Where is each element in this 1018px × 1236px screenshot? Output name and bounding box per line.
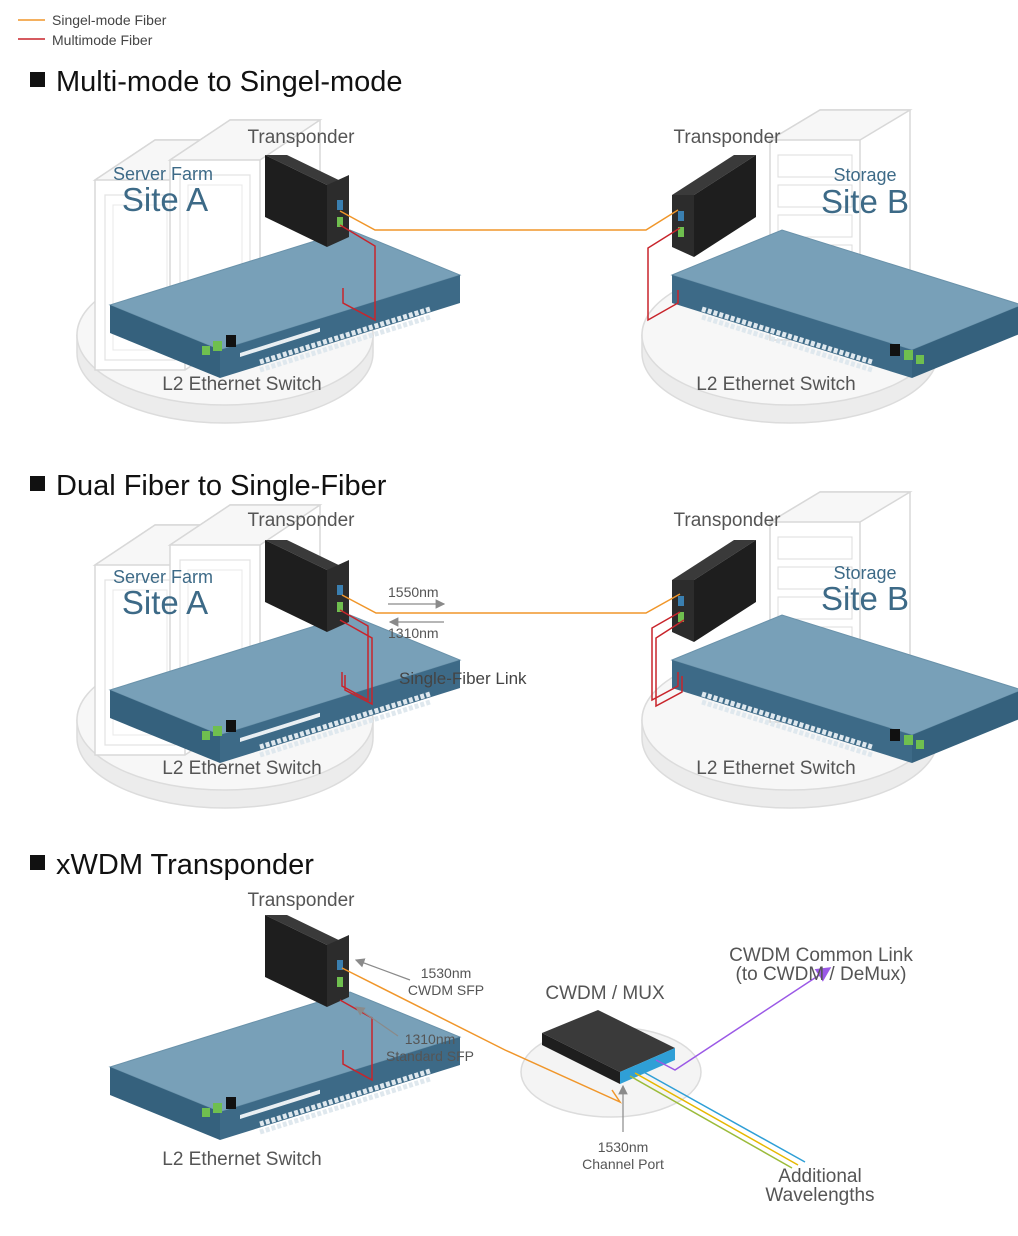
legend-multimode-label: Multimode Fiber: [52, 32, 153, 48]
site-a-type: Server Farm: [113, 164, 213, 184]
section-heading: Multi-mode to Singel-mode: [56, 66, 403, 98]
cwdm-sfp-callout: [354, 958, 411, 981]
cwdm-sfp-type: CWDM SFP: [408, 982, 484, 998]
mux-label: CWDM / MUX: [545, 983, 665, 1004]
common-link-fiber: [655, 967, 832, 1071]
standard-sfp-callout: [355, 1006, 399, 1037]
site-b-name: Site B: [821, 183, 909, 220]
xwdm-switch: [110, 992, 460, 1140]
rx-wavelength: 1310nm: [388, 625, 439, 641]
site-a-name: Site A: [122, 584, 208, 621]
single-fiber-link-label: Single-Fiber Link: [399, 669, 527, 688]
site-b-transponder-label: Transponder: [673, 127, 781, 148]
site-b-switch-label: L2 Ethernet Switch: [696, 758, 855, 779]
standard-sfp-wavelength: 1310nm: [405, 1031, 456, 1047]
site-a-switch-label: L2 Ethernet Switch: [162, 758, 321, 779]
additional-wavelengths-label: Additional: [778, 1166, 861, 1187]
site-b-name: Site B: [821, 580, 909, 617]
site-b-transponder-label: Transponder: [673, 510, 781, 531]
site-b-multimode-patch: [647, 227, 681, 322]
site-b-transponder: [672, 540, 756, 642]
common-link-sublabel: (to CWDM / DeMux): [736, 964, 907, 985]
site-a-switch-label: L2 Ethernet Switch: [162, 374, 321, 395]
site-a-transponder-label: Transponder: [247, 510, 355, 531]
section-bullet: [30, 476, 45, 491]
cwdm-mux-group: CWDM / MUX: [520, 983, 702, 1118]
site-a-multimode-patch: [339, 609, 373, 706]
section-bullet: [30, 72, 45, 87]
site-b-switch-label: L2 Ethernet Switch: [696, 374, 855, 395]
section-heading: Dual Fiber to Single-Fiber: [56, 470, 387, 502]
site-b-multimode-patch: [651, 611, 685, 708]
site-a-group: Server Farm Site A Transponder L2 Ethern…: [76, 504, 460, 809]
site-b-type: Storage: [833, 563, 896, 583]
common-link-label: CWDM Common Link: [729, 945, 913, 966]
section-multimode-to-singlemode: Multi-mode to Singel-mode Server Farm Si…: [30, 66, 1018, 424]
additional-wavelengths-sublabel: Wavelengths: [765, 1185, 874, 1206]
tx-wavelength: 1550nm: [388, 584, 439, 600]
site-a-multimode-patch: [339, 224, 376, 322]
site-a-transponder-label: Transponder: [247, 127, 355, 148]
site-a-type: Server Farm: [113, 567, 213, 587]
section-bullet: [30, 855, 45, 870]
cwdm-mux: [542, 1010, 675, 1072]
channel-blue: [639, 1069, 806, 1163]
channel-green: [629, 1075, 793, 1169]
legend-single-mode-label: Singel-mode Fiber: [52, 12, 167, 28]
xwdm-transponder-label: Transponder: [247, 890, 355, 911]
xwdm-switch-label: L2 Ethernet Switch: [162, 1149, 321, 1170]
site-b-group: Storage Site B Transponder L2 Ethernet S…: [641, 491, 1018, 809]
site-b-type: Storage: [833, 165, 896, 185]
section-xwdm-transponder: xWDM Transponder Transponder L2 Ethernet…: [30, 849, 913, 1206]
channel-port-wavelength: 1530nm: [598, 1139, 649, 1155]
single-fiber-link: [341, 593, 681, 614]
site-a-group: Server Farm Site A Transponder L2 Ethern…: [76, 119, 460, 424]
standard-sfp-type: Standard SFP: [386, 1048, 474, 1064]
site-b-group: Storage Site B Transponder L2 Ethernet S…: [641, 109, 1018, 424]
site-a-name: Site A: [122, 181, 208, 218]
section-dual-to-single-fiber: Dual Fiber to Single-Fiber Server Farm S…: [30, 470, 1018, 809]
single-mode-link: [339, 209, 679, 231]
site-b-transponder: [672, 155, 756, 257]
channel-port-type: Channel Port: [582, 1156, 664, 1172]
cwdm-sfp-fiber: [341, 967, 623, 1104]
xwdm-transponder: [265, 915, 349, 1007]
legend: Singel-mode Fiber Multimode Fiber: [18, 12, 167, 48]
cwdm-sfp-wavelength: 1530nm: [421, 965, 472, 981]
section-heading: xWDM Transponder: [56, 849, 314, 881]
channel-yellow: [634, 1072, 799, 1166]
